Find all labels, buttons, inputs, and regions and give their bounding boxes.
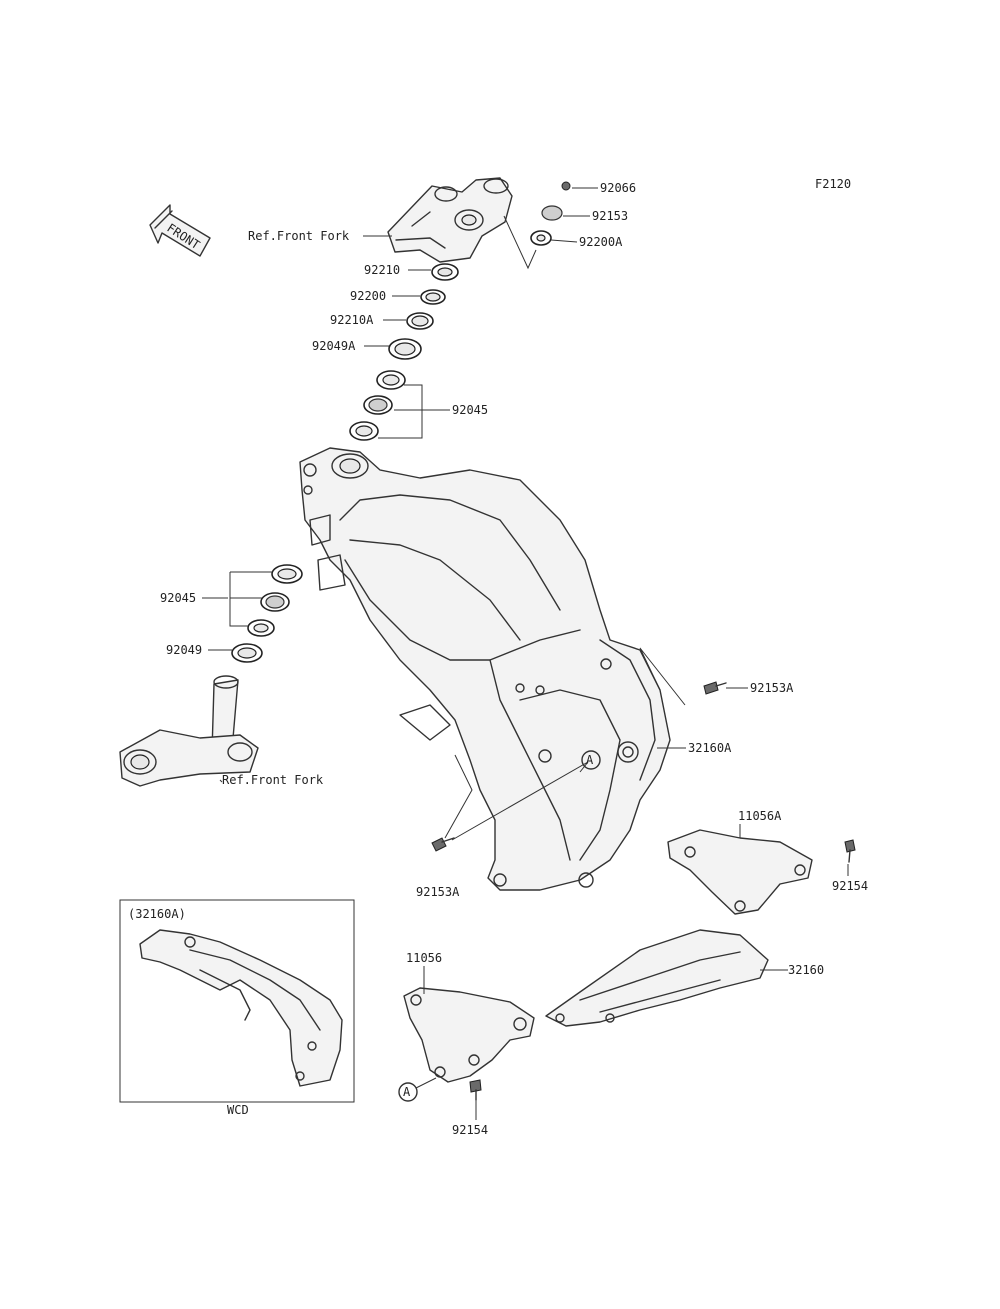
bolt-92153A-right (703, 681, 727, 695)
callout-92153A-right: 92153A (750, 681, 794, 695)
upper-triple-clamp (387, 177, 513, 263)
inset-variant-32160A: (32160A) WCD (119, 899, 355, 1117)
callout-ref-front-fork-top: Ref.Front Fork (248, 229, 350, 243)
ref-marker-a-bracket-text: A (403, 1085, 411, 1099)
callout-11056A: 11056A (738, 809, 782, 823)
callout-92200: 92200 (350, 289, 386, 303)
ref-marker-a-frame-text: A (586, 753, 594, 767)
ref-marker-a-frame: A (581, 750, 601, 770)
callout-11056: 11056 (406, 951, 442, 965)
lower-triple-clamp (119, 675, 259, 787)
callout-92210: 92210 (364, 263, 400, 277)
part-92066-cap (561, 181, 571, 191)
callout-92045-top: 92045 (452, 403, 488, 417)
front-arrow-icon: FRONT (149, 204, 211, 257)
part-92200A-hole (536, 234, 546, 242)
frame-section-32160 (545, 929, 769, 1027)
callout-92154-right: 92154 (832, 879, 868, 893)
diagram-code: F2120 (815, 177, 851, 191)
engine-bracket-11056 (403, 987, 535, 1083)
callout-92066: 92066 (600, 181, 636, 195)
part-92153-nut (541, 205, 563, 221)
ref-marker-a-bracket: A (398, 1082, 418, 1102)
callout-92045-bottom: 92045 (160, 591, 196, 605)
inset-title: (32160A) (128, 907, 186, 921)
callout-32160: 32160 (788, 963, 824, 977)
callout-92049A: 92049A (312, 339, 356, 353)
callout-92210A: 92210A (330, 313, 374, 327)
callout-ref-front-fork-bottom: Ref.Front Fork (222, 773, 324, 787)
bolt-92154-bottom (469, 1079, 482, 1101)
leader-lines (202, 187, 849, 1120)
engine-bracket-11056A (667, 829, 813, 915)
callout-92200A: 92200A (579, 235, 623, 249)
callout-92153: 92153 (592, 209, 628, 223)
callout-92153A-bottom: 92153A (416, 885, 460, 899)
callout-32160A: 32160A (688, 741, 732, 755)
upper-bearing-stack (349, 263, 459, 441)
callout-92154-bottom: 92154 (452, 1123, 488, 1137)
inset-caption: WCD (227, 1103, 249, 1117)
bolt-92153A-bottom (431, 837, 455, 852)
lower-bearing-stack (231, 564, 303, 663)
callout-92049: 92049 (166, 643, 202, 657)
bolt-92154-right (844, 839, 856, 863)
main-frame (299, 447, 671, 891)
